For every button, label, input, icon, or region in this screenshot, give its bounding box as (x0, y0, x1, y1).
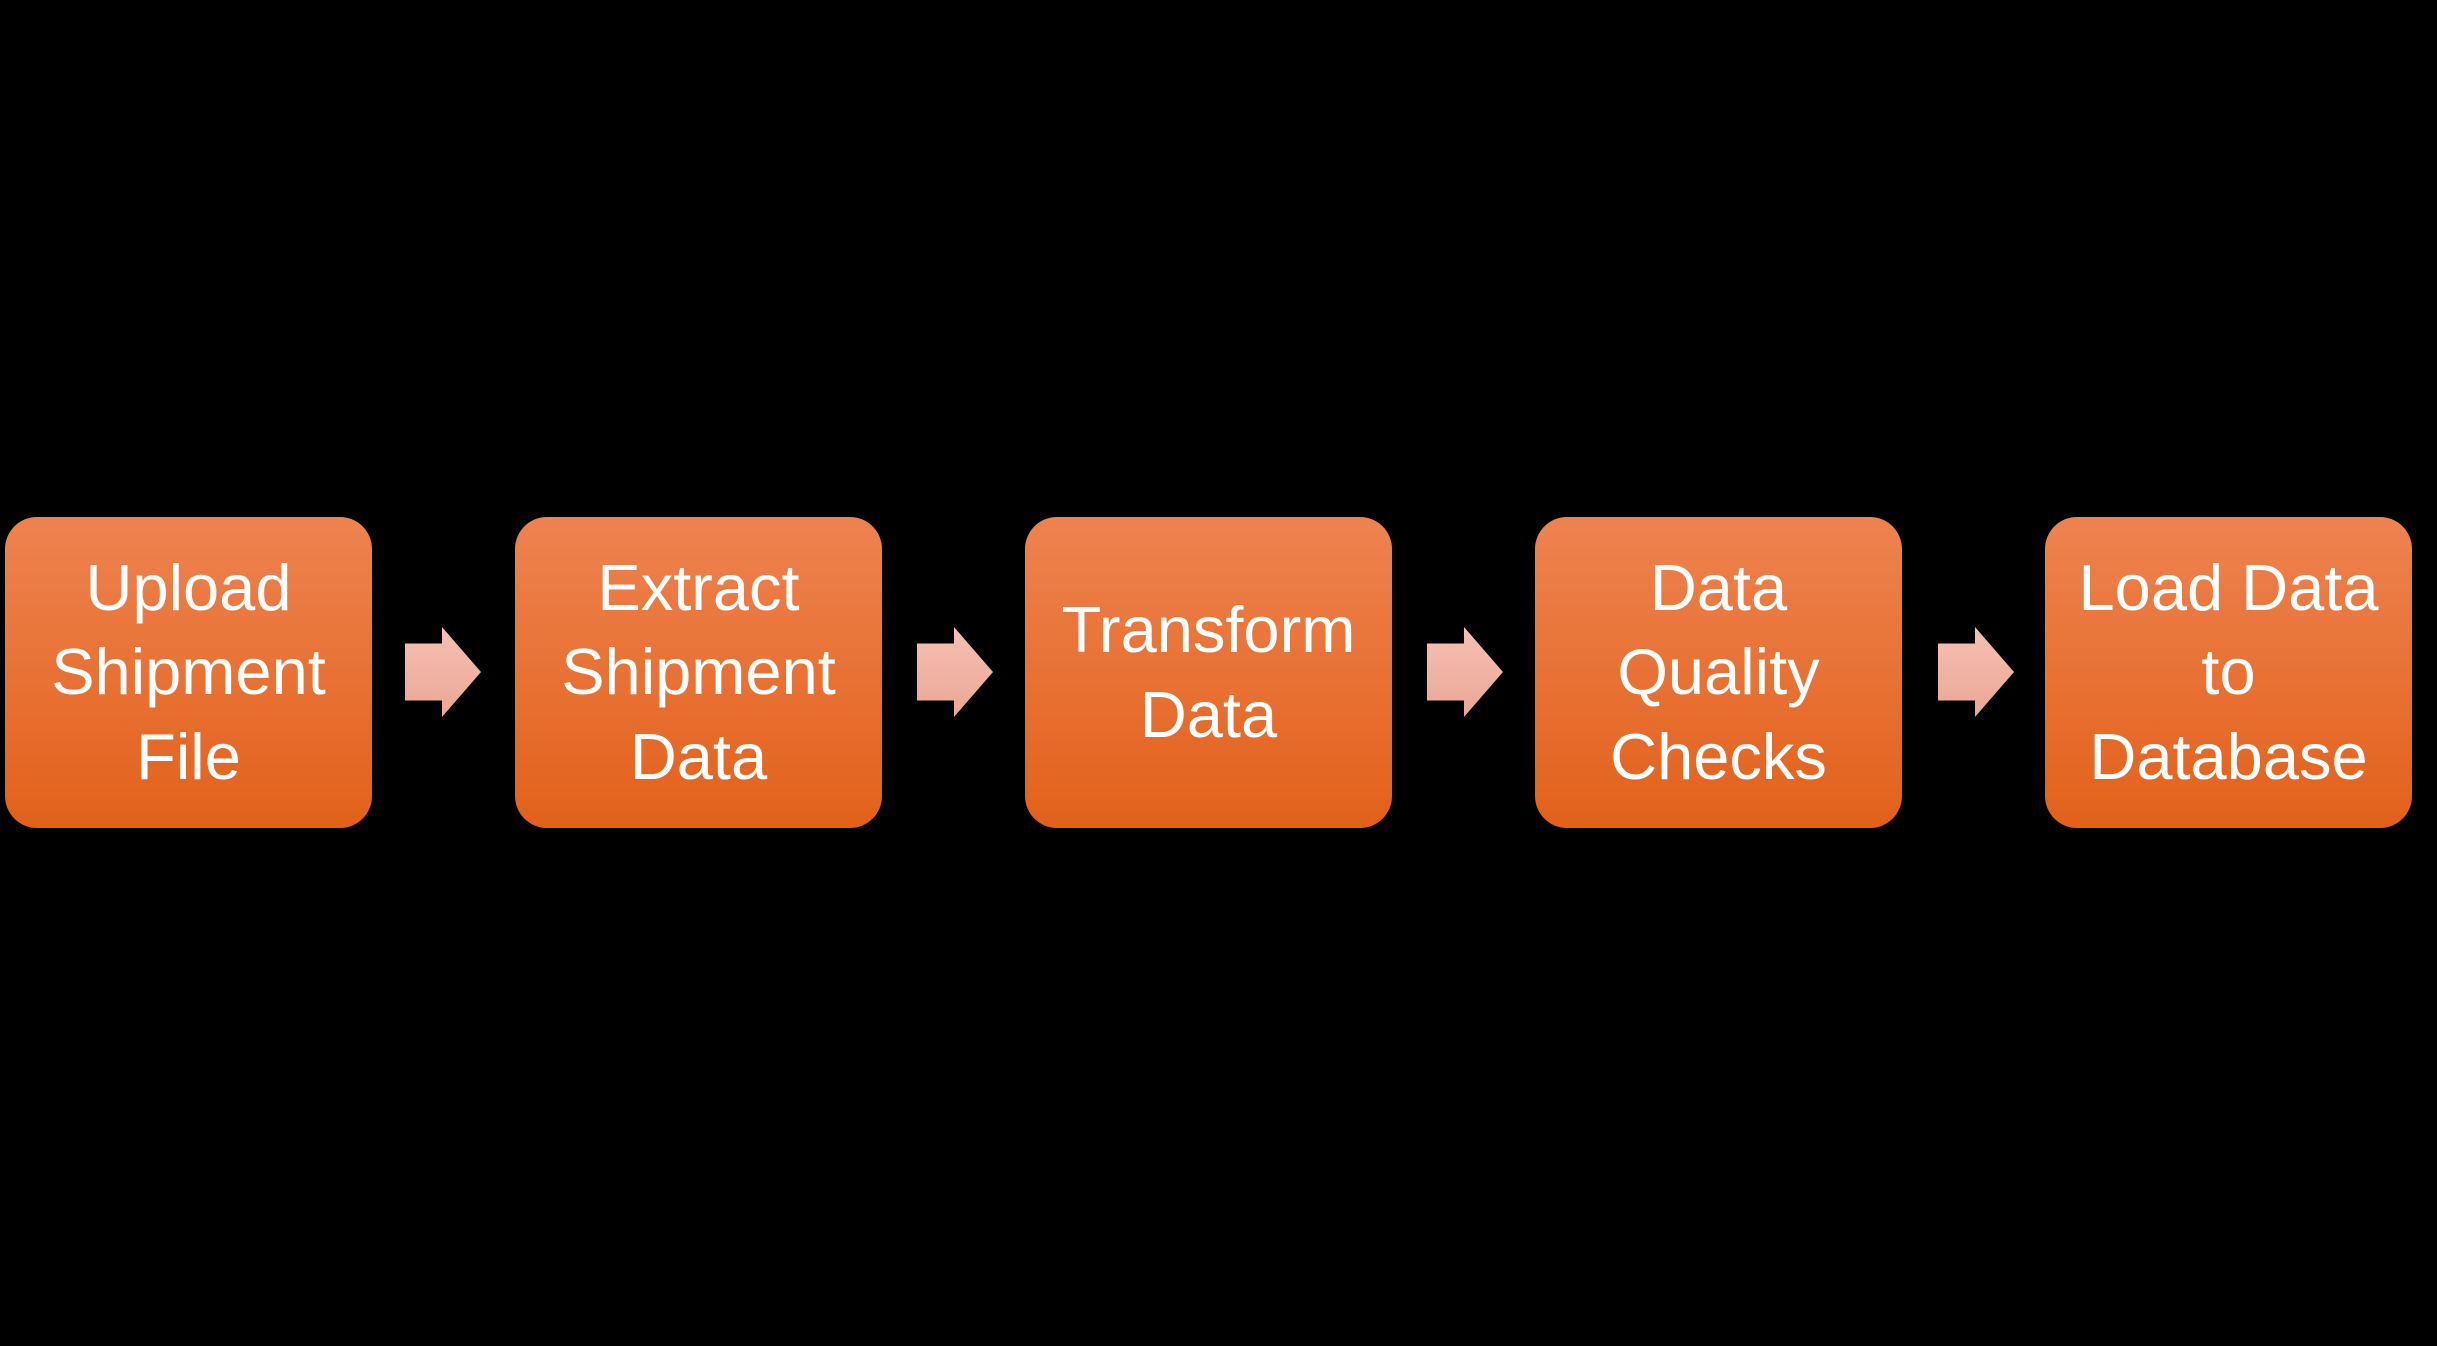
flow-step-label: Upload Shipment File (51, 550, 326, 793)
right-arrow-icon (405, 627, 481, 717)
flow-step-label: Extract Shipment Data (561, 550, 836, 793)
flow-step-label: Data Quality Checks (1610, 550, 1827, 793)
right-arrow-icon (917, 627, 993, 717)
flow-step-label: Transform Data (1061, 593, 1356, 751)
flow-step-load-data-to-database: Load Data to Database (2045, 517, 2412, 828)
flow-step-data-quality-checks: Data Quality Checks (1535, 517, 1902, 828)
flow-step-extract-shipment-data: Extract Shipment Data (515, 517, 882, 828)
flow-step-upload-shipment-file: Upload Shipment File (5, 517, 372, 828)
flow-step-transform-data: Transform Data (1025, 517, 1392, 828)
flow-step-label: Load Data to Database (2078, 550, 2379, 793)
right-arrow-icon (1938, 627, 2014, 717)
right-arrow-icon (1427, 627, 1503, 717)
